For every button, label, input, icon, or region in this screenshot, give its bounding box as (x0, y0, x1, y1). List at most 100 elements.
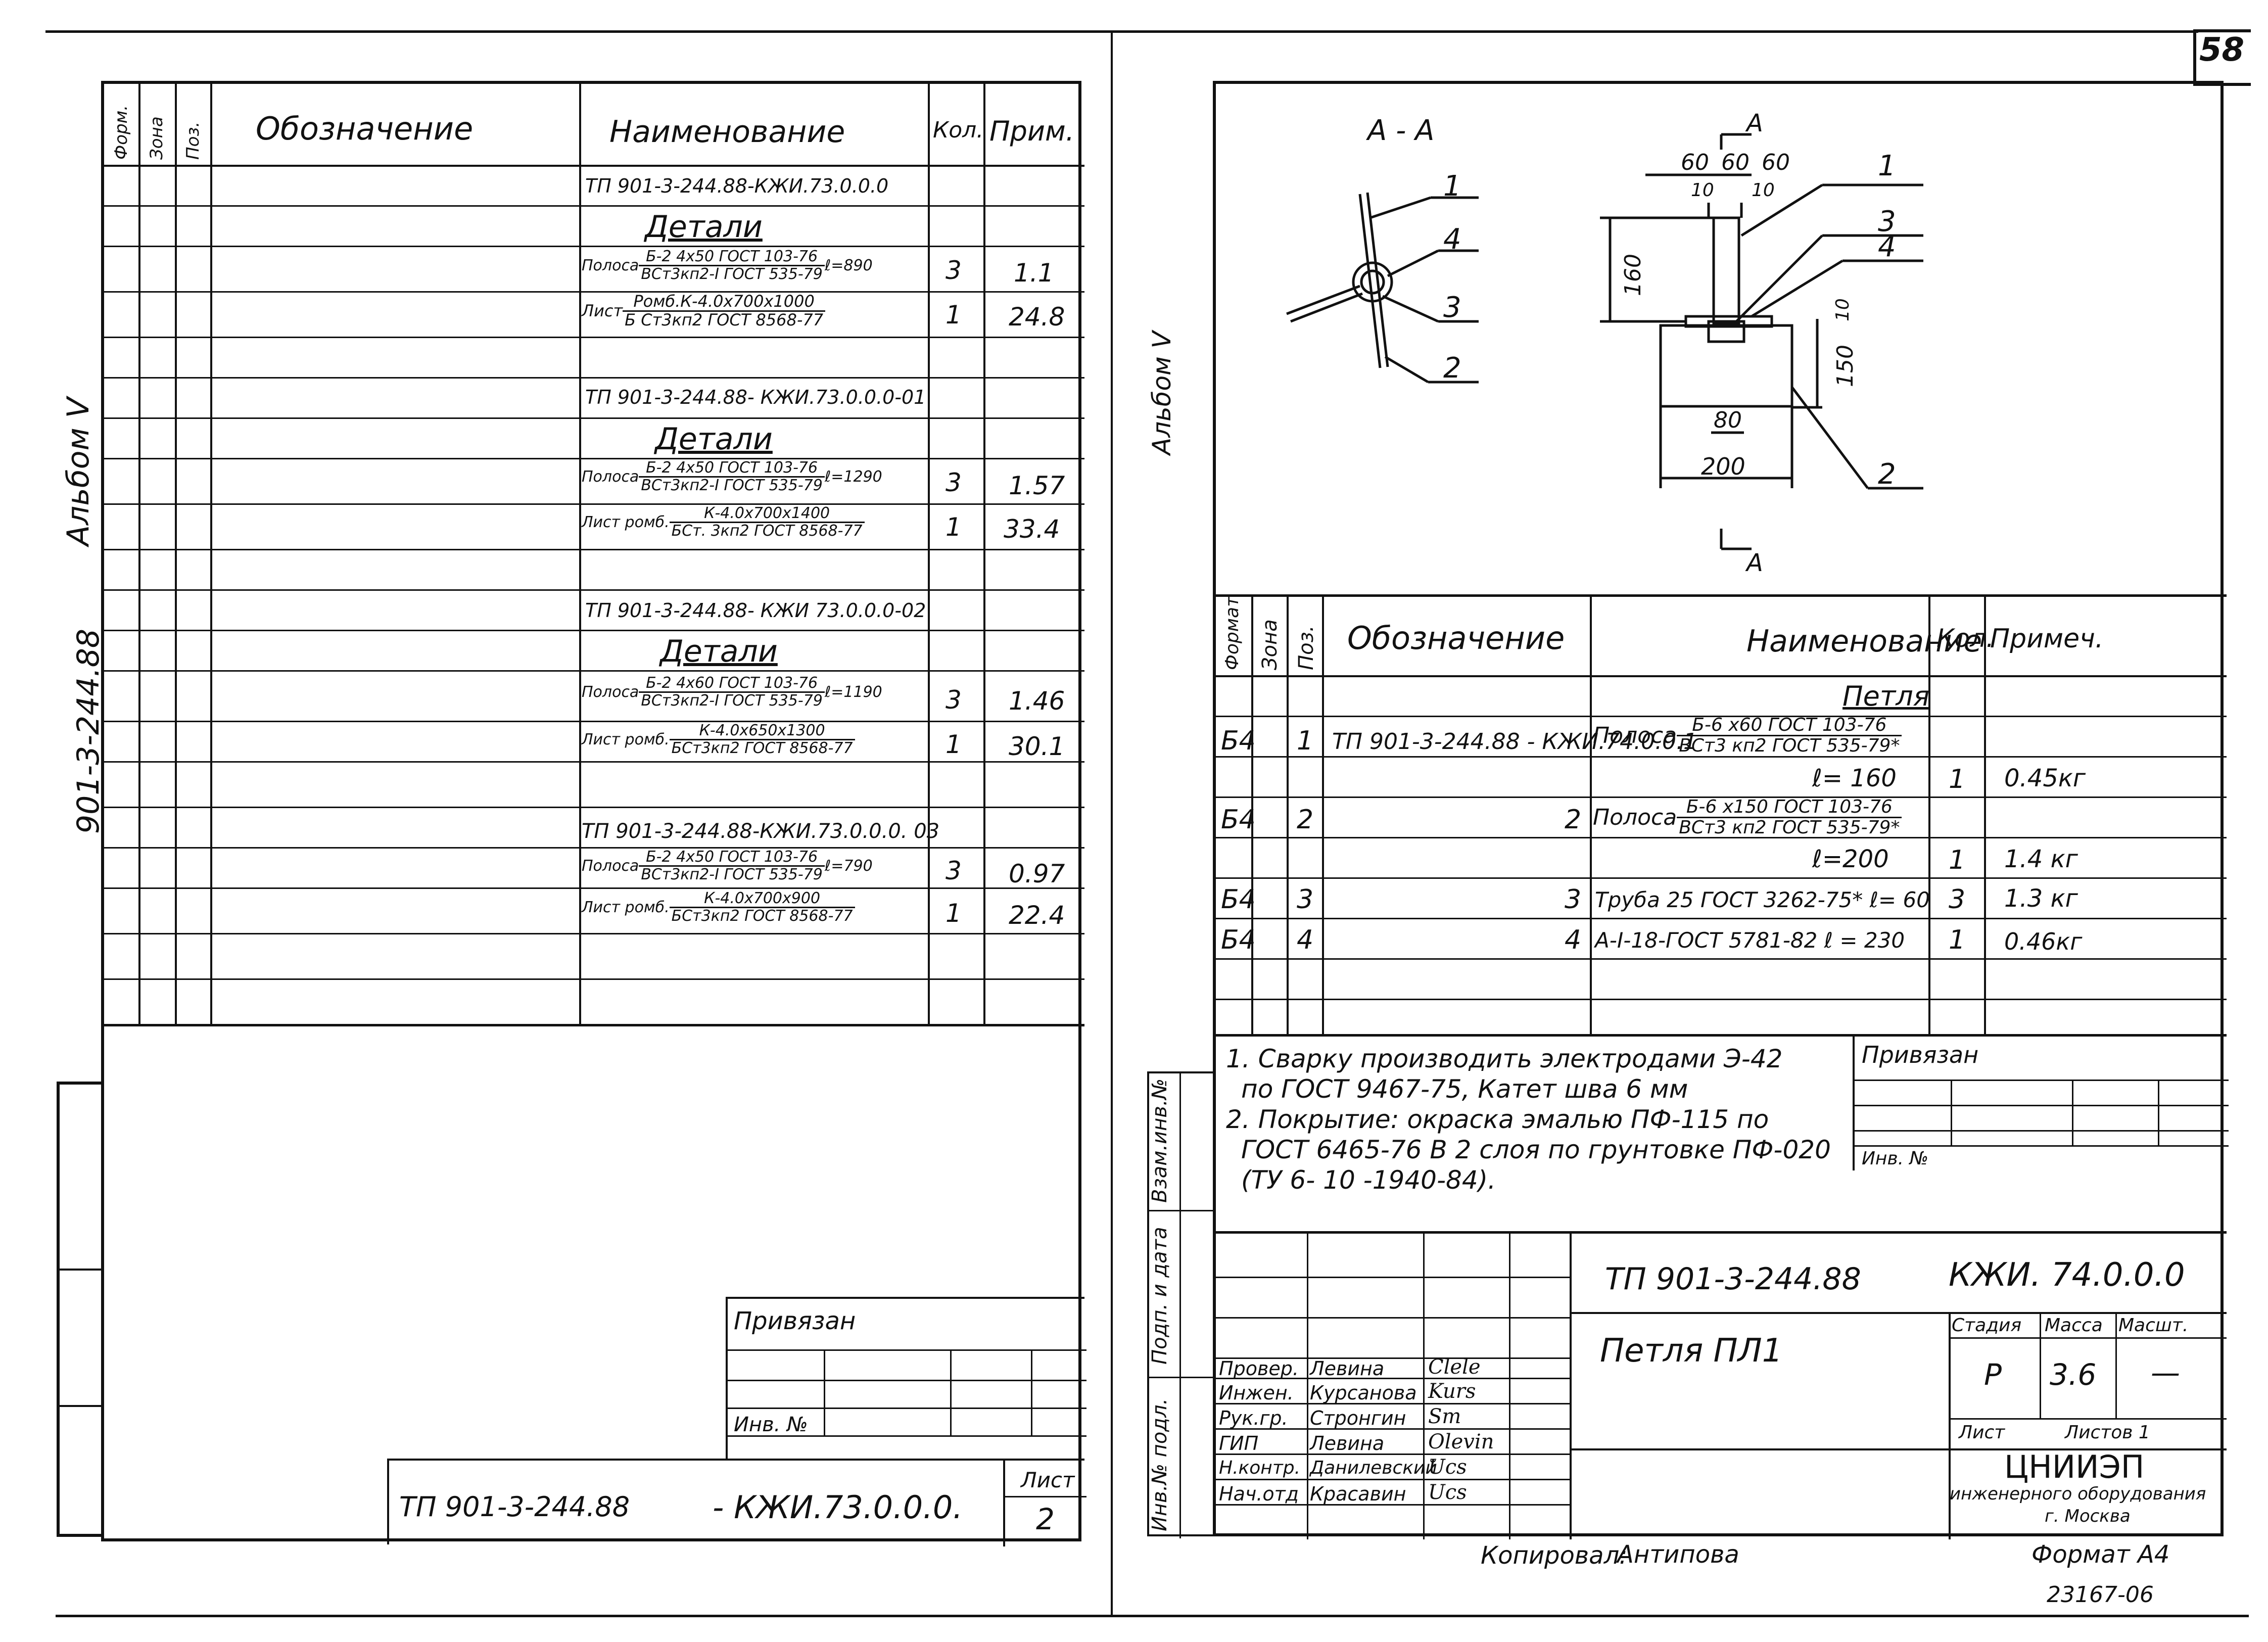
left-header-designation: Обозначение (256, 110, 474, 147)
right-privyazan-block: Привязан Инв. № (1853, 1034, 2229, 1170)
org-sub: инженерного оборудования (1950, 1484, 2206, 1504)
doc-mark: КЖИ. 74.0.0.0 (1949, 1256, 2185, 1294)
album-label-left: Альбом V (61, 397, 96, 546)
dim-label: 10 (1752, 180, 1775, 201)
left-item-qty: 1 (946, 730, 962, 759)
org-city: г. Москва (2045, 1506, 2131, 1526)
right-row-qty: 1 (1949, 845, 1966, 875)
right-header-format: Формат (1222, 596, 1243, 670)
leader-line (1369, 196, 1431, 219)
right-row-note: 1.3 кг (2004, 884, 2078, 913)
left-sheet: Форм. Зона Поз. Обозначение Наименование… (101, 81, 1086, 1546)
left-stamp: ТП 901-3-244.88 - КЖИ.73.0.0.0. Лист 2 (387, 1459, 1086, 1546)
project-code: ТП 901-3-244.88 (1605, 1261, 1861, 1297)
sign-name: Левина (1310, 1432, 1385, 1455)
callout-label: 2 (1443, 352, 1461, 385)
drawing-title: Петля ПЛ1 (1600, 1332, 1783, 1370)
sign-role: Провер. (1219, 1357, 1299, 1380)
sign-name: Стронгин (1310, 1407, 1406, 1429)
left-sheet-no: 2 (1036, 1502, 1055, 1536)
right-row-note: 0.45кг (2004, 764, 2086, 792)
right-header-zone: Зона (1258, 619, 1282, 670)
signature: Sm (1428, 1405, 1461, 1428)
right-row-designation: 2 (1565, 805, 1582, 835)
left-group-designation: ТП 901-3-244.88-КЖИ.73.0.0.0. 03 (582, 820, 940, 843)
right-row-cont: ℓ= 160 (1812, 764, 1897, 792)
signature: Olevin (1428, 1430, 1494, 1453)
note-line: 1. Сварку производить электродами Э-42 (1226, 1044, 1783, 1073)
leader-line (1384, 355, 1429, 384)
right-row-qty: 3 (1949, 884, 1966, 915)
sign-role: Нач.отд (1219, 1483, 1299, 1505)
left-group-section: Детали (645, 209, 763, 245)
left-group-designation: ТП 901-3-244.88- КЖИ 73.0.0.0-02 (585, 599, 926, 622)
left-stamp-mark: - КЖИ.73.0.0.0. (713, 1489, 963, 1526)
right-row-format: Б4 (1221, 925, 1256, 955)
dim-label: 200 (1701, 453, 1745, 480)
note-line: 2. Покрытие: окраска эмалью ПФ-115 по (1226, 1105, 1769, 1134)
pipe-drawing (1707, 320, 1745, 343)
left-item-qty: 1 (946, 300, 962, 330)
right-row-format: Б4 (1221, 805, 1256, 835)
note-line: (ТУ 6- 10 -1940-84). (1241, 1165, 1496, 1195)
leader-line (1387, 249, 1439, 277)
section-label: А - А (1367, 114, 1435, 147)
callout-label: 3 (1443, 291, 1461, 324)
callout-label: 2 (1878, 458, 1896, 491)
sign-role: Инжен. (1219, 1382, 1294, 1404)
right-header-note: Примеч. (1990, 624, 2104, 654)
left-group-section: Детали (655, 421, 773, 457)
left-header-name: Наименование (609, 114, 845, 150)
left-group-section: Детали (660, 634, 778, 669)
left-group-designation: ТП 901-3-244.88-КЖИ.73.0.0.0 (585, 175, 889, 197)
cut-label-bottom: А (1746, 549, 1763, 577)
dim-label: 160 (1620, 254, 1646, 296)
left-item-note: 0.97 (1009, 859, 1065, 888)
right-inv-no: Инв. № (1862, 1148, 1929, 1169)
right-row-designation: 3 (1565, 884, 1582, 915)
sign-name: Левина (1310, 1357, 1385, 1380)
side-label-podp: Подп. и дата (1148, 1227, 1171, 1365)
side-strip (1147, 1071, 1215, 1538)
left-group-designation: ТП 901-3-244.88- КЖИ.73.0.0.0-01 (585, 386, 926, 408)
right-row-pos: 4 (1297, 925, 1314, 955)
left-item-qty: 1 (946, 512, 962, 542)
section-drawing (1286, 133, 1923, 550)
stage-value: Р (1984, 1357, 2002, 1392)
right-row-note: 0.46кг (2004, 928, 2083, 955)
scale-value: — (2151, 1355, 2180, 1390)
left-item-qty: 3 (946, 856, 962, 885)
callout-label: 1 (1443, 170, 1461, 203)
archive-number: 23167-06 (2047, 1582, 2154, 1608)
right-row-format: Б4 (1221, 726, 1256, 756)
note-line: по ГОСТ 9467-75, Катет шва 6 мм (1241, 1074, 1688, 1104)
dim-label: 80 (1714, 407, 1742, 433)
right-row-format: Б4 (1221, 884, 1256, 915)
callout-label: 4 (1878, 230, 1896, 263)
left-privyazan-label: Привязан (734, 1307, 856, 1335)
right-row-cont: ℓ=200 (1812, 845, 1889, 873)
right-header-name: Наименование (1746, 624, 1982, 659)
sign-role: Рук.гр. (1219, 1407, 1288, 1429)
left-item-note: 1.57 (1009, 471, 1065, 500)
bar-drawing (1366, 192, 1389, 367)
left-item-qty: 3 (946, 685, 962, 715)
right-row-qty: 1 (1949, 764, 1966, 794)
left-stamp-code: ТП 901-3-244.88 (399, 1491, 630, 1523)
right-row-note: 1.4 кг (2004, 845, 2078, 873)
album-label-right: Альбом V (1147, 331, 1176, 455)
format-label: Формат А4 (2031, 1540, 2170, 1569)
page-number: 58 (2199, 31, 2245, 69)
right-row-name: Труба 25 ГОСТ 3262-75* ℓ= 60 (1595, 887, 1930, 912)
sign-name: Курсанова (1310, 1382, 1417, 1404)
right-row-qty: 1 (1949, 925, 1966, 955)
signature: Ucs (1428, 1456, 1467, 1479)
side-label-vzam: Взам.инв.№ (1148, 1078, 1171, 1203)
strip-drawing (1286, 285, 1360, 315)
